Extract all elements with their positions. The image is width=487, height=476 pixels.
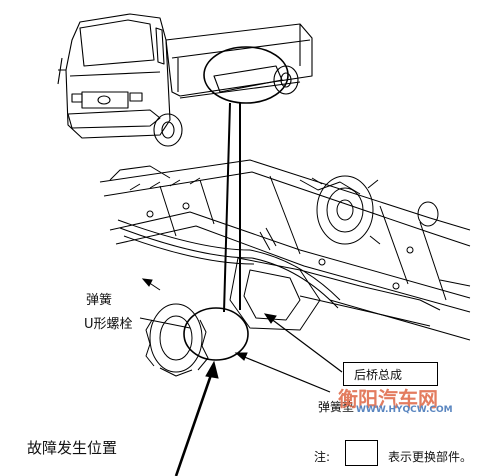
rear-hub-right (316, 175, 374, 245)
cross-member (159, 175, 301, 255)
truck-cab (65, 13, 171, 139)
truck-front-wheel (153, 113, 183, 147)
axle-leader (263, 313, 343, 373)
callout-connector (223, 102, 241, 313)
note-prefix: 注: (314, 450, 331, 464)
truck-windshield (79, 19, 155, 67)
truck-side-window (155, 27, 165, 65)
rear-chassis-illustration (99, 159, 471, 377)
label-rear-axle-assembly: 后桥总成 (354, 368, 403, 382)
truck-callout-oval (203, 46, 289, 104)
rear-hub-left (149, 303, 203, 373)
spring-pad-leader (234, 352, 331, 393)
shock-absorber (259, 227, 277, 251)
truck-grille (81, 91, 129, 109)
truck-cargo-bed (165, 23, 313, 97)
truck-emblem (97, 95, 111, 105)
fault-arrow (174, 360, 219, 476)
truck-headlight-right (129, 92, 143, 102)
label-fault-location: 故障发生位置 (27, 439, 118, 457)
truck-bumper (67, 109, 161, 129)
fault-callout-circle (183, 307, 249, 361)
label-u-bolt: U形螺栓 (84, 317, 133, 332)
truck-mirror (57, 57, 66, 85)
truck-illustration (57, 13, 313, 147)
spring-leader (141, 278, 161, 291)
u-bolt-leader (139, 317, 191, 329)
watermark-url: WWW.HYQCW.COM (356, 405, 453, 415)
frame-rail-right (109, 211, 471, 299)
watermark-logo: 衡阳汽车网 (338, 387, 438, 411)
rear-axle-label-box (343, 362, 438, 386)
label-spring-pad: 弹簧垫 (318, 400, 355, 414)
truck-axle-highlight (213, 65, 283, 93)
label-spring: 弹簧 (86, 293, 113, 308)
note-legend-box (345, 440, 378, 466)
truck-headlight-left (71, 93, 83, 103)
note-suffix: 表示更换部件。 (388, 450, 473, 464)
